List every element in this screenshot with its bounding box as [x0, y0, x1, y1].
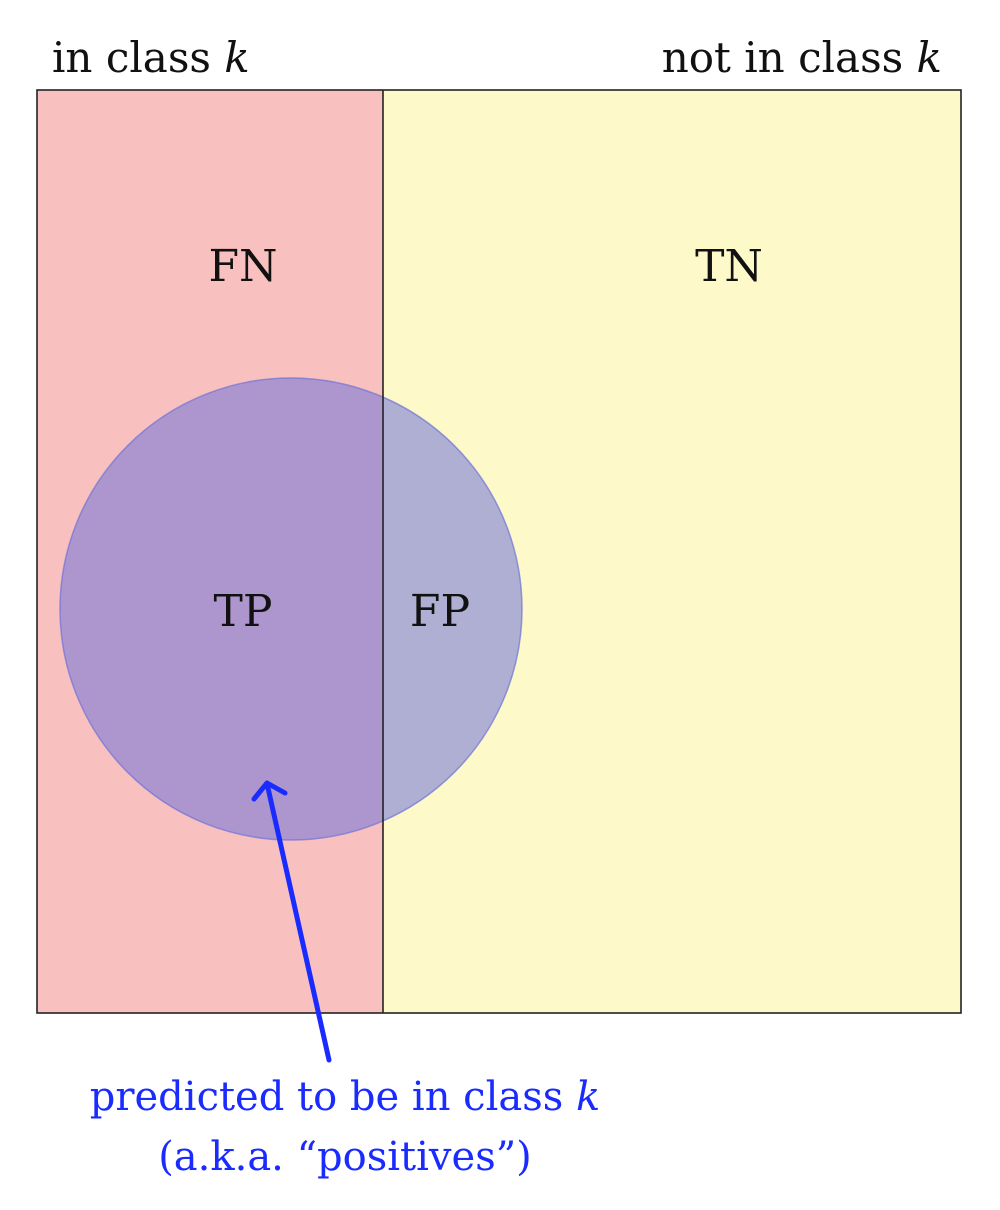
arrow-shaft: [265, 785, 332, 1063]
caption-line-1: predicted to be in class k: [90, 1074, 600, 1120]
caption-line-1-variable: k: [576, 1074, 600, 1120]
arrow-head-icon: [251, 780, 288, 802]
outer-border: [36, 89, 962, 1014]
fn-label: FN: [208, 241, 277, 292]
tp-label: TP: [214, 586, 273, 637]
caption-line-2: (a.k.a. “positives”): [158, 1134, 532, 1180]
not-in-class-header-text: not in class: [662, 33, 917, 82]
predicted-positive-circle: [59, 377, 523, 841]
in-class-header: in class k: [52, 33, 250, 82]
in-class-header-variable: k: [224, 33, 249, 82]
not-in-class-header: not in class k: [662, 33, 942, 82]
tn-label: TN: [695, 241, 763, 292]
in-class-header-text: in class: [52, 33, 224, 82]
caption-line-1-text: predicted to be in class: [90, 1074, 576, 1120]
fp-label: FP: [410, 586, 470, 637]
not-in-class-header-variable: k: [917, 33, 942, 82]
